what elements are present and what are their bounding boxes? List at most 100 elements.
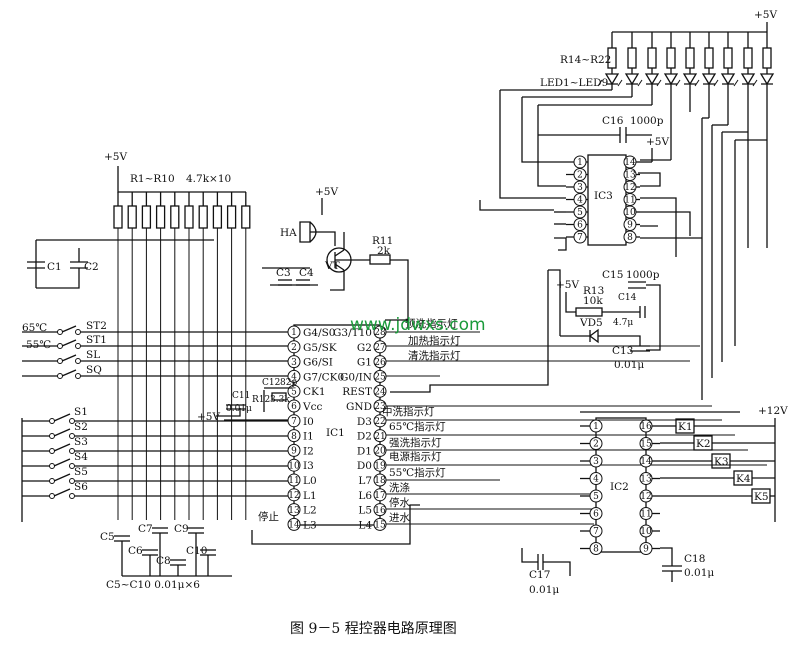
c3-label: C3 xyxy=(276,267,291,279)
ic1-pin-9 xyxy=(287,443,301,457)
led-5 xyxy=(682,73,698,86)
resistor-bank-value: 4.7k×10 xyxy=(186,173,231,185)
cap-label-c9: C9 xyxy=(174,523,189,535)
led-6 xyxy=(701,73,717,86)
ic1-pin-28-number: 28 xyxy=(374,328,386,338)
ic1-pin-15-number: 15 xyxy=(374,521,386,531)
c14-label: C14 xyxy=(618,293,637,303)
ic1-pin-label-20: D1 xyxy=(357,445,372,457)
ic1-pin-label-2: G5/SK xyxy=(303,342,337,354)
switch-st2-contact-a xyxy=(57,329,63,335)
pullup-resistor-2 xyxy=(127,205,137,229)
relay-label-k5: K5 xyxy=(754,491,769,503)
c11-label: C11 xyxy=(232,391,250,401)
ic1-pin-3 xyxy=(287,355,301,369)
ic1-pin-label-3: G6/SI xyxy=(303,357,333,369)
label-d3: 中洗指示灯 xyxy=(382,405,435,418)
led-resistor-2 xyxy=(627,47,637,69)
temp65-label: 65℃ xyxy=(22,322,47,334)
switch-s1-contact-b xyxy=(69,418,75,424)
r12-label: R12 xyxy=(252,395,270,405)
leds-label: LED1~LED9 xyxy=(540,77,608,89)
switch-s1-contact-a xyxy=(49,418,55,424)
ic1-name: IC1 xyxy=(326,427,345,439)
switch-s6-contact-a xyxy=(49,493,55,499)
ic1-pin-label-14: L3 xyxy=(303,519,317,531)
c13-value: 0.01μ xyxy=(614,359,644,371)
pullup-resistor-8 xyxy=(212,205,223,229)
ic1-pin-20-number: 20 xyxy=(374,447,386,457)
label-d1: 强洗指示灯 xyxy=(389,436,442,449)
ic2-pin-10 xyxy=(639,524,653,538)
switch-s2-contact-b xyxy=(69,433,75,439)
ic2-pin-16 xyxy=(639,419,653,433)
switch-s5-contact-b xyxy=(69,478,75,484)
ic1-pin-25-number: 25 xyxy=(374,373,386,383)
led-7 xyxy=(720,73,736,86)
ic1-pin-11-number: 11 xyxy=(288,476,299,486)
switch-label-s5: S5 xyxy=(74,466,88,478)
ic2-pin-7 xyxy=(589,524,603,538)
ic1-pin-4-number: 4 xyxy=(291,373,297,383)
switch-sq-contact-b xyxy=(75,373,81,379)
switch-s5-contact-a xyxy=(49,478,55,484)
ic2-pin-13-number: 13 xyxy=(640,475,652,485)
pullup-resistor-5 xyxy=(170,205,180,229)
ic2-pin-1 xyxy=(589,419,603,433)
ic1-pin-label-12: L1 xyxy=(303,490,317,502)
ic1-pin-26-number: 26 xyxy=(374,358,386,368)
ic2-pin-6 xyxy=(589,507,603,520)
ic1-pin-18-number: 18 xyxy=(374,476,386,486)
ic3-name: IC3 xyxy=(594,190,613,202)
ic3-pin-8-number: 8 xyxy=(627,233,633,243)
c12-value: 82p xyxy=(280,378,297,388)
c4-label: C4 xyxy=(299,267,314,279)
ic1-pin-1 xyxy=(287,325,301,339)
led-8 xyxy=(740,73,756,86)
ic1-pin-14 xyxy=(287,517,301,531)
ic1-pin-24 xyxy=(373,384,387,398)
relay-label-k4: K4 xyxy=(736,473,751,485)
ic2-pin-12-number: 12 xyxy=(640,492,651,502)
ic2-pin-8-number: 8 xyxy=(593,545,599,555)
watermark: www.jdwxs.com xyxy=(350,315,486,335)
ic1-pin-10-number: 10 xyxy=(288,461,300,471)
label-l7: 55℃指示灯 xyxy=(389,466,446,479)
ic1-pin-17-number: 17 xyxy=(374,491,386,501)
label-g3: 预洗指示灯 xyxy=(405,317,458,330)
ic2-pin-16-number: 16 xyxy=(640,422,652,432)
ic3-supply: +5V xyxy=(646,136,669,148)
ic1-pin-23-number: 23 xyxy=(374,402,386,412)
ic1-pin-label-19: D0 xyxy=(357,460,372,472)
led-resistors-label: R14~R22 xyxy=(560,54,611,66)
switch-label-sq: SQ xyxy=(86,364,102,376)
pullup-resistor-3 xyxy=(141,205,152,229)
switch-sq-contact-a xyxy=(57,373,63,379)
switch-st1-contact-a xyxy=(57,343,63,349)
led-resistor-3 xyxy=(647,47,657,69)
led-resistor-4 xyxy=(666,47,676,69)
reset-network: +5V C15 1000p R13 10k C14 4.7μ VD5 C13 0… xyxy=(390,269,661,393)
c16-label: C16 xyxy=(602,115,624,127)
led-resistor-9 xyxy=(762,47,772,69)
label-l5: 停水 xyxy=(389,496,410,509)
switch-s6 xyxy=(53,488,71,497)
resistor-bank-label: R1~R10 xyxy=(130,173,175,185)
ic2-pin-4-number: 4 xyxy=(593,475,599,485)
relay-label-k3: K3 xyxy=(714,456,729,468)
ic2-pin-10-number: 10 xyxy=(640,527,652,537)
ic1-pin-6-number: 6 xyxy=(291,402,297,412)
ic1-pin-8 xyxy=(287,429,301,443)
switch-label-st2: ST2 xyxy=(86,320,107,332)
buzzer-supply: +5V xyxy=(315,186,338,198)
buzzer-driver: +5V HA VT R11 2k C3 C4 xyxy=(262,186,409,321)
c1-label: C1 xyxy=(47,261,62,273)
ic1-pin-1-number: 1 xyxy=(291,328,297,338)
led-resistor-8 xyxy=(743,47,753,69)
transistor-label: VT xyxy=(324,260,340,272)
c17-value: 0.01μ xyxy=(529,584,559,596)
label-g1: 清洗指示灯 xyxy=(408,349,461,362)
ic1-pin-label-24: REST xyxy=(342,386,372,398)
